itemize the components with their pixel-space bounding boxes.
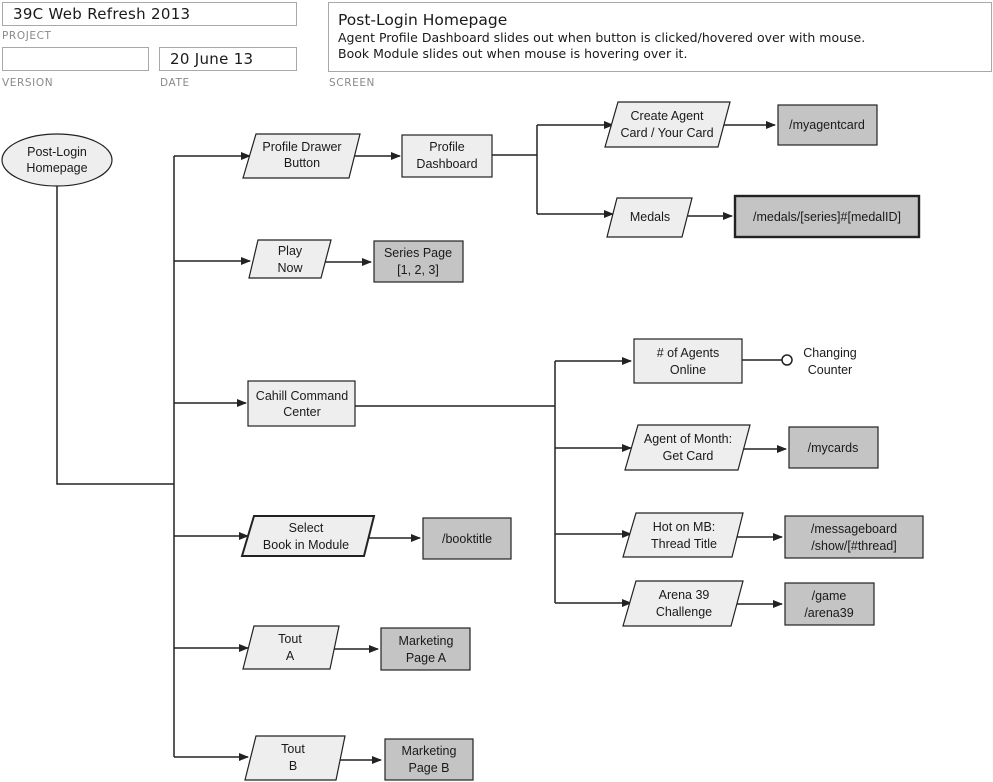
arena-39-label-2: Challenge: [656, 605, 712, 619]
page-messageboard[interactable]: /messageboard /show/[#thread]: [784, 515, 924, 559]
profile-drawer-label-2: Button: [284, 156, 320, 170]
series-page-label-2: [1, 2, 3]: [397, 263, 439, 277]
profile-dashboard-label-2: Dashboard: [416, 157, 477, 171]
action-tout-a[interactable]: Tout A: [242, 625, 340, 670]
series-page-label-1: Series Page: [384, 246, 452, 260]
date-value: 20 June 13: [170, 50, 254, 68]
project-value: 39C Web Refresh 2013: [13, 5, 191, 23]
select-book-label-2: Book in Module: [263, 538, 349, 552]
game-arena-label-1: /game: [812, 589, 847, 603]
version-field[interactable]: [2, 47, 149, 71]
screen-title: Post-Login Homepage: [338, 11, 508, 29]
tout-a-label-2: A: [286, 649, 295, 663]
start-node-label-1: Post-Login: [27, 145, 87, 159]
date-field[interactable]: 20 June 13: [159, 47, 297, 71]
start-node-label-2: Homepage: [26, 161, 87, 175]
date-caption: DATE: [160, 77, 190, 89]
screen-description-box: Post-Login Homepage Agent Profile Dashbo…: [328, 2, 992, 72]
agents-online-label-1: # of Agents: [657, 346, 720, 360]
page-mycards[interactable]: /mycards: [788, 426, 879, 469]
booktitle-label: /booktitle: [442, 532, 492, 546]
screen-description-line-2: Book Module slides out when mouse is hov…: [338, 46, 688, 61]
agent-of-month-label-1: Agent of Month:: [644, 432, 732, 446]
action-create-agent-card[interactable]: Create Agent Card / Your Card: [604, 101, 731, 148]
page-marketing-a[interactable]: Marketing Page A: [380, 627, 471, 671]
hot-on-mb-label-2: Thread Title: [651, 537, 717, 551]
play-now-label-1: Play: [278, 244, 303, 258]
page-myagentcard[interactable]: /myagentcard: [777, 104, 878, 146]
tout-b-label-2: B: [289, 759, 297, 773]
version-caption: VERSION: [2, 77, 54, 89]
marketing-b-label-1: Marketing: [402, 744, 457, 758]
page-medals-url[interactable]: /medals/[series]#[medalID]: [733, 194, 921, 239]
mycards-label: /mycards: [808, 441, 859, 455]
agents-online-label-2: Online: [670, 363, 706, 377]
action-arena-39-challenge[interactable]: Arena 39 Challenge: [622, 580, 744, 627]
connector-lines: [56, 125, 782, 757]
screen-caption: SCREEN: [329, 77, 376, 89]
page-marketing-b[interactable]: Marketing Page B: [384, 738, 474, 781]
arena-39-label-1: Arena 39: [659, 588, 710, 602]
module-cahill-command-center[interactable]: Cahill Command Center: [247, 380, 356, 427]
action-select-book-in-module[interactable]: Select Book in Module: [240, 515, 376, 557]
changing-counter-label-1: Changing: [803, 346, 857, 360]
page-booktitle[interactable]: /booktitle: [422, 517, 512, 560]
play-now-label-2: Now: [277, 261, 303, 275]
profile-dashboard-label-1: Profile: [429, 140, 464, 154]
messageboard-label-1: /messageboard: [811, 522, 897, 536]
marketing-a-label-2: Page A: [406, 651, 447, 665]
myagentcard-label: /myagentcard: [789, 118, 865, 132]
action-agent-of-month[interactable]: Agent of Month: Get Card: [624, 424, 751, 471]
project-field[interactable]: 39C Web Refresh 2013: [2, 2, 297, 26]
page-game-arena39[interactable]: /game /arena39: [784, 582, 875, 626]
medals-label: Medals: [630, 210, 670, 224]
agent-of-month-label-2: Get Card: [663, 449, 714, 463]
marketing-b-label-2: Page B: [408, 761, 449, 775]
marketing-a-label-1: Marketing: [399, 634, 454, 648]
action-play-now[interactable]: Play Now: [248, 239, 332, 279]
module-profile-dashboard[interactable]: Profile Dashboard: [401, 134, 493, 178]
counter-circle-terminal: [781, 354, 793, 366]
game-arena-label-2: /arena39: [804, 606, 853, 620]
action-medals[interactable]: Medals: [606, 197, 693, 238]
project-caption: PROJECT: [2, 30, 52, 42]
medals-url-label: /medals/[series]#[medalID]: [753, 210, 901, 224]
create-agent-card-label-1: Create Agent: [631, 109, 704, 123]
action-profile-drawer-button[interactable]: Profile Drawer Button: [242, 133, 361, 179]
hot-on-mb-label-1: Hot on MB:: [653, 520, 716, 534]
action-tout-b[interactable]: Tout B: [244, 735, 346, 781]
action-hot-on-mb[interactable]: Hot on MB: Thread Title: [622, 512, 744, 558]
changing-counter-label-2: Counter: [808, 363, 852, 377]
cahill-label-2: Center: [283, 405, 321, 419]
screen-description-line-1: Agent Profile Dashboard slides out when …: [338, 30, 866, 45]
profile-drawer-label-1: Profile Drawer: [262, 140, 341, 154]
page-series-page[interactable]: Series Page [1, 2, 3]: [373, 240, 464, 283]
tout-a-label-1: Tout: [278, 632, 302, 646]
tout-b-label-1: Tout: [281, 742, 305, 756]
messageboard-label-2: /show/[#thread]: [811, 539, 896, 553]
module-agents-online[interactable]: # of Agents Online: [633, 338, 743, 384]
start-node-post-login-homepage[interactable]: Post-Login Homepage: [1, 133, 113, 187]
create-agent-card-label-2: Card / Your Card: [620, 126, 713, 140]
cahill-label-1: Cahill Command: [256, 389, 348, 403]
arrow-lines: [174, 121, 787, 764]
select-book-label-1: Select: [289, 521, 324, 535]
